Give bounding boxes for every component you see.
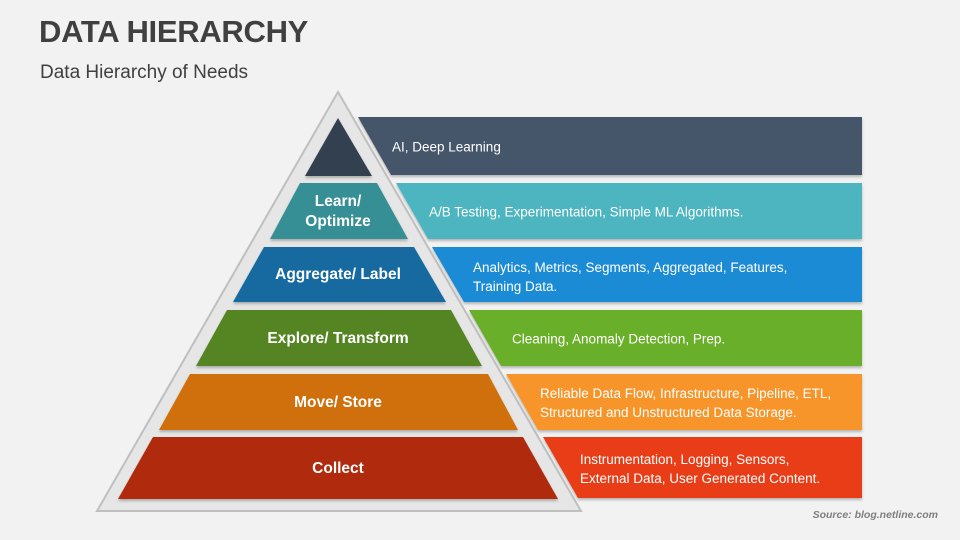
level-2-shape — [270, 183, 408, 239]
bar-6 — [543, 437, 862, 498]
level-6-shape — [118, 437, 558, 499]
description-ai: AI, Deep Learning — [392, 138, 501, 157]
description-line: Reliable Data Flow, Infrastructure, Pipe… — [540, 386, 832, 401]
level-label-collect: Collect — [312, 460, 364, 477]
level-label-line: Learn/ — [314, 193, 362, 210]
description-move: Reliable Data Flow, Infrastructure, Pipe… — [540, 384, 831, 422]
bar-2 — [396, 183, 862, 239]
description-line: Training Data. — [473, 279, 558, 294]
description-aggregate: Analytics, Metrics, Segments, Aggregated… — [473, 258, 787, 296]
level-label-aggregate: Aggregate/ Label — [275, 266, 401, 283]
description-line: Analytics, Metrics, Segments, Aggregated… — [473, 260, 788, 275]
level-4-shape — [196, 310, 482, 366]
level-label-learn-optimize: Learn/ Optimize — [305, 192, 370, 232]
level-label-line: Optimize — [305, 213, 371, 230]
slide-title: DATA HIERARCHY — [39, 14, 309, 49]
description-line: Instrumentation, Logging, Sensors, — [580, 452, 790, 467]
level-5-shape — [159, 374, 518, 430]
level-label-move-store: Move/ Store — [294, 394, 382, 411]
description-line: Structured and Unstructured Data Storage… — [540, 405, 797, 420]
level-label-explore: Explore/ Transform — [267, 330, 409, 347]
level-3-shape — [233, 247, 446, 302]
bar-1 — [358, 117, 862, 175]
description-line: Cleaning, Anomaly Detection, Prep. — [512, 331, 726, 347]
description-line: A/B Testing, Experimentation, Simple ML … — [429, 204, 744, 220]
slide-subtitle: Data Hierarchy of Needs — [40, 62, 249, 83]
description-learn: A/B Testing, Experimentation, Simple ML … — [429, 203, 743, 222]
bar-3 — [432, 247, 862, 302]
source-note: Source: blog.netline.com — [812, 509, 938, 521]
level-1-shape — [305, 118, 372, 176]
description-explore: Cleaning, Anomaly Detection, Prep. — [512, 330, 725, 349]
description-line: AI, Deep Learning — [392, 139, 501, 155]
description-line: External Data, User Generated Content. — [580, 471, 821, 486]
bar-4 — [469, 310, 862, 366]
description-collect: Instrumentation, Logging, Sensors, Exter… — [580, 450, 820, 488]
bar-5 — [506, 374, 862, 430]
